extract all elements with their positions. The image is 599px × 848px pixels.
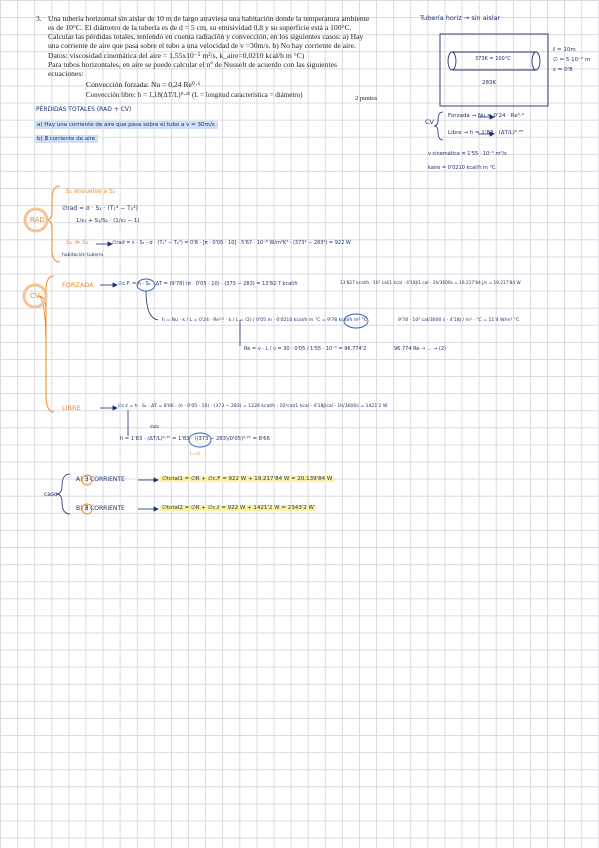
rad-denominator: 1/ε₁ + S₁/S₂ · (1/ε₂ − 1) bbox=[76, 218, 140, 224]
libre-l-note: L=∅ bbox=[190, 452, 201, 457]
problem-line-1: Una tubería horizontal sin aislar de 10 … bbox=[48, 14, 370, 23]
perdidas-heading: PÉRDIDAS TOTALES (RAD + CV) bbox=[36, 106, 132, 113]
caso-a-result: ∅total1 = ∅R + ∅c.F = 922 W + 19.217'84 … bbox=[160, 476, 335, 482]
sketch-title: Tubería horiz → sin aislar bbox=[420, 14, 501, 22]
libre-equation: ∅c.ℓ = h · S₁ · ΔT = 8'66 · (π · 0'05 · … bbox=[118, 404, 388, 409]
forzada-label: FORZADA bbox=[62, 281, 94, 289]
connector-h bbox=[145, 290, 159, 321]
case-b-note: b) ∄ corriente de aire bbox=[34, 135, 99, 143]
cv-big-label: CV bbox=[30, 292, 40, 300]
pipe-sketch bbox=[439, 33, 549, 107]
rad-phi-eq: ∅rad = σ · S₁ · (T₁⁴ − T₂⁴) bbox=[62, 205, 138, 212]
problem-line-4: una corriente de aire que pasa sobre el … bbox=[48, 41, 356, 50]
cv-side-label: CV bbox=[425, 118, 434, 126]
rad-brace bbox=[45, 185, 61, 263]
viscosity-note: ν cinemática = 1'55 · 10⁻⁵ m²/s bbox=[428, 151, 507, 157]
rad-badge bbox=[23, 207, 49, 233]
cv-brace bbox=[37, 275, 55, 413]
rad-label: RAD bbox=[30, 216, 45, 224]
problem-number: 3. bbox=[36, 14, 42, 23]
libre-h-note: dato bbox=[150, 424, 160, 429]
re-equation: Re = v · L / ν = 30 · 0'05 / 1'55 · 10⁻⁵… bbox=[244, 346, 367, 352]
caso-label: caso bbox=[44, 491, 58, 498]
case-brace bbox=[55, 473, 71, 515]
h-conversion: 9'78 · 10³ cal/3600 s · 4'18J / m² · °C … bbox=[398, 318, 520, 323]
re-power: 96.774 Re → ... → (2) bbox=[394, 346, 446, 352]
rad-ss-sub: habitación tubería bbox=[62, 253, 104, 258]
sketch-temp-out: 283K bbox=[482, 80, 497, 86]
cv-forzada-note: Forzada → Nu = 0'24 · Re⁰·⁶ bbox=[448, 113, 524, 119]
sketch-temp-in: 373K = 100°C bbox=[475, 56, 511, 62]
problem-line-7: ecuaciones: bbox=[48, 69, 84, 78]
libre-label: LIBRE bbox=[62, 404, 81, 412]
circled-values bbox=[81, 278, 369, 515]
rad-s1-note: S₁ envuelve a S₂ bbox=[66, 188, 116, 195]
sketch-length: ℓ = 10m bbox=[553, 47, 576, 53]
problem-line-6: Para tubos horizontales, en aire se pued… bbox=[48, 60, 337, 69]
rad-result: ∅rad = ε · S₁ · σ · (T₁⁴ − T₂⁴) = 0'8 · … bbox=[112, 240, 351, 246]
caso-b-result: ∅total2 = ∅R + ∅c.ℓ = 922 W + 1421'2 W =… bbox=[160, 505, 316, 511]
kaire-note: kaire = 0'0210 kcal/h m °C bbox=[428, 165, 496, 171]
caso-a-label: A) ∃ CORRIENTE bbox=[76, 476, 125, 483]
libre-h-equation: h = 1'83 · (ΔT/L)⁰·²⁵ = 1'83 · ((373 − 2… bbox=[120, 436, 270, 442]
sketch-diameter: ∅ = 5·10⁻² m bbox=[553, 57, 591, 63]
problem-line-5: Datos: viscosidad cinemática del aire = … bbox=[48, 51, 305, 60]
forzada-conversion: 13'827 kcal/h · 10³ cal/1 kcal · 4'18J/1… bbox=[340, 281, 521, 286]
arrows bbox=[96, 114, 495, 512]
cv-side-brace bbox=[433, 111, 444, 141]
sketch-emissivity: ε = 0'8 bbox=[553, 67, 573, 73]
problem-points: 2 puntos bbox=[355, 95, 378, 102]
forzada-equation: ∅c.F. = h · S₁ · ΔT = (9'78) (π · 0'05 ·… bbox=[118, 281, 298, 287]
cv-badge bbox=[22, 283, 48, 309]
caso-b-label: B) ∄ CORRIENTE bbox=[76, 505, 125, 512]
h-equation: h = Nu · k / L = 0'24 · Re⁰·⁶ · k / L = … bbox=[162, 318, 368, 323]
cv-libre-note: Libre → h = 1'83 · (ΔT/L)⁰·²⁵ bbox=[448, 130, 524, 136]
case-a-note: a) Hay una corriente de aire que pasa so… bbox=[34, 121, 218, 129]
problem-forced: Convección forzada: Nu = 0,24 Re⁰·⁶ bbox=[86, 80, 201, 89]
problem-line-2: es de 10°C. El diámetro de la tubería es… bbox=[48, 23, 352, 32]
problem-free: Convección libre: h = 1,18(ΔT/L)⁰·²⁵ (L … bbox=[86, 91, 303, 99]
rad-ss-note: S₂ ≫ S₁ bbox=[66, 239, 89, 246]
problem-line-3: Calcular las pérdidas totales, teniendo … bbox=[48, 32, 364, 41]
